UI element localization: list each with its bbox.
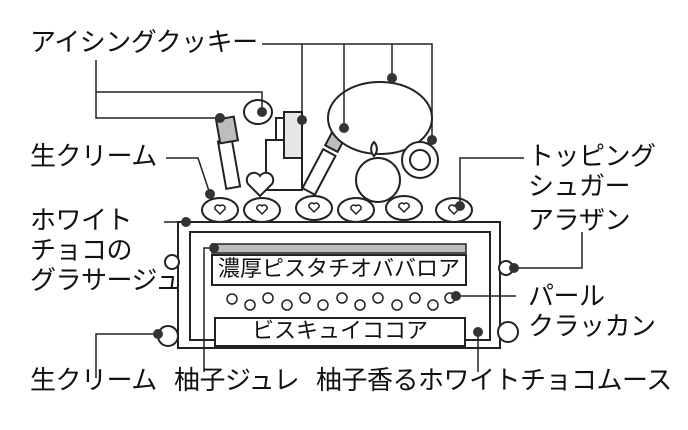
cream-hearts [214, 202, 460, 216]
label-pearl-1: パール [528, 282, 605, 312]
biscuit-layer-box [214, 317, 466, 347]
pointer-dots [153, 73, 519, 339]
biscuit-layer-label: ビスキュイココア [251, 319, 428, 344]
arazan-balls [164, 254, 514, 276]
label-white-choco-1: ホワイト [30, 206, 133, 236]
label-icing-cookie: アイシングクッキー [30, 28, 258, 58]
top-cream-dollops [201, 195, 473, 223]
pistachio-layer-box [211, 254, 467, 286]
yuzu-jelly-bar [211, 243, 467, 254]
label-topping-sugar-2: シュガー [528, 172, 631, 202]
label-yuzu-mousse: 柚子香るホワイトチョコムース [316, 366, 672, 396]
label-pearl-2: クラッカン [528, 312, 656, 342]
icing-cookies [214, 81, 439, 203]
cake-body [177, 221, 501, 349]
label-fresh-cream-bottom: 生クリーム [30, 366, 157, 396]
label-arazan: アラザン [528, 206, 631, 236]
pistachio-layer-label: 濃厚ピスタチオババロア [217, 257, 460, 282]
label-yuzu-jelly: 柚子ジュレ [174, 366, 300, 396]
label-fresh-cream-top: 生クリーム [30, 142, 157, 172]
pearl-dots [226, 292, 456, 311]
label-topping-sugar-1: トッピング [528, 142, 656, 172]
label-white-choco-3: グラサージュ [30, 266, 181, 296]
label-white-choco-2: チョコの [30, 236, 133, 266]
